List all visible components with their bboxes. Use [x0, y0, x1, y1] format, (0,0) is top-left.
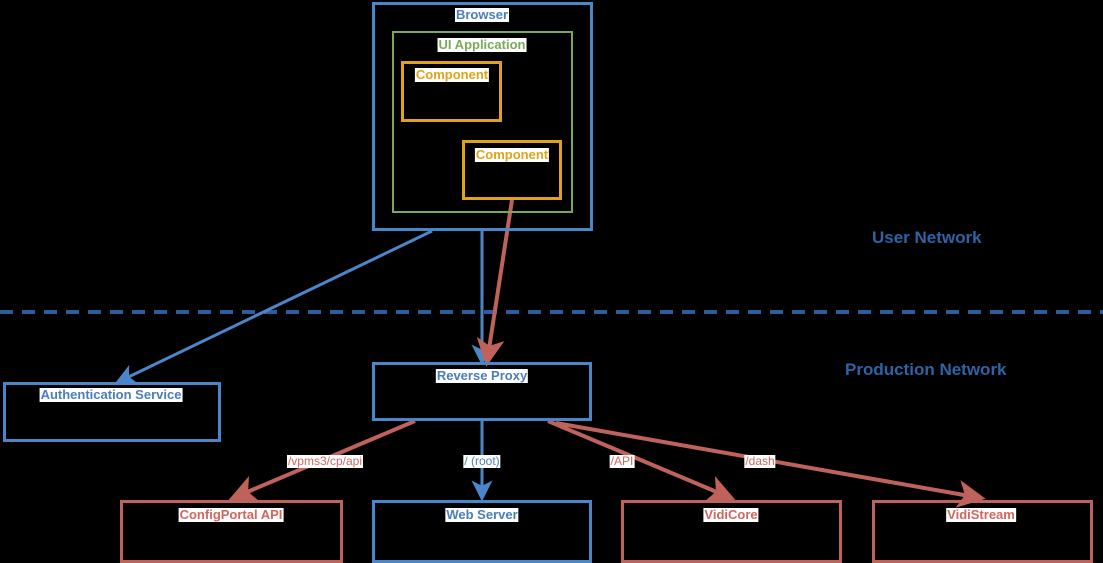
node-web-server-label: Web Server: [445, 507, 519, 522]
node-component-a-label: Component: [414, 67, 490, 82]
node-component-b[interactable]: [462, 140, 562, 200]
node-component-a[interactable]: [401, 61, 502, 122]
edge-component-to-reverse-proxy: [476, 199, 514, 367]
zone-label-user-network: User Network: [872, 228, 982, 247]
node-web-server[interactable]: [372, 500, 592, 563]
node-ui-application-label: UI Application: [437, 37, 527, 52]
edge-label-root: / (root): [463, 454, 501, 468]
node-reverse-proxy[interactable]: [372, 362, 592, 421]
node-configportal-api[interactable]: [120, 500, 343, 563]
node-vidicore-label: VidiCore: [703, 507, 759, 522]
zone-label-production-network: Production Network: [845, 360, 1007, 379]
node-configportal-api-label: ConfigPortal API: [178, 507, 284, 522]
node-reverse-proxy-label: Reverse Proxy: [435, 368, 529, 383]
node-authentication-service[interactable]: [3, 382, 221, 442]
node-authentication-service-label: Authentication Service: [39, 387, 183, 402]
node-ui-application[interactable]: [392, 31, 573, 213]
node-vidicore[interactable]: [621, 500, 842, 563]
edge-browser-to-auth: [114, 229, 433, 384]
node-browser[interactable]: [372, 2, 593, 231]
node-browser-label: Browser: [454, 7, 510, 22]
node-vidistream-label: VidiStream: [946, 507, 1016, 522]
edge-proxy-to-vidicore: [547, 419, 736, 502]
edge-label-dash: /dash: [744, 454, 776, 468]
edge-label-vpms3-cp-api: /vpms3/cp/api: [286, 454, 364, 468]
node-component-b-label: Component: [474, 147, 550, 162]
node-vidistream[interactable]: [872, 500, 1093, 563]
edge-label-api: /API: [609, 454, 635, 468]
